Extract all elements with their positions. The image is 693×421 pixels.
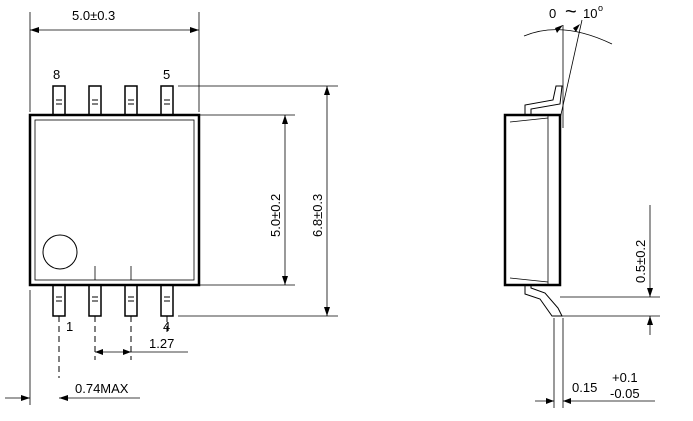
pitch-dimension: 1.27: [95, 336, 188, 355]
pin-1-label: 1: [66, 319, 73, 334]
lead-thickness-minus: -0.05: [610, 386, 640, 401]
pin-8-label: 8: [53, 67, 60, 82]
side-view: 0 ~ 10 o 0.5±0.2: [503, 1, 660, 408]
package-body-top: [28, 113, 201, 287]
body-height-dimension: 5.0±0.2: [199, 114, 295, 286]
lead-length-dimension: 0.5±0.2: [560, 205, 660, 335]
body-height-label: 5.0±0.2: [268, 194, 283, 237]
lead-width-label: 0.74MAX: [75, 381, 129, 396]
lead-angle-tilde: ~: [565, 1, 577, 23]
lead-thickness-plus: +0.1: [612, 370, 638, 385]
package-body-side: [503, 113, 562, 287]
lead-centerlines: [58, 316, 168, 378]
lead-angle-dimension: 0 ~ 10 o: [523, 1, 613, 129]
overall-height-dimension: 6.8±0.3: [178, 85, 338, 317]
overall-width-label: 5.0±0.3: [72, 8, 115, 23]
lead-angle-min: 0: [549, 6, 556, 21]
bottom-leads: [52, 283, 174, 317]
lead-thickness-dimension: 0.15 +0.1 -0.05: [535, 318, 655, 408]
top-leads: [52, 85, 174, 117]
overall-height-label: 6.8±0.3: [310, 194, 325, 237]
pin-5-label: 5: [163, 67, 170, 82]
lead-width-dimension: 0.74MAX: [5, 290, 140, 405]
overall-width-dimension: 5.0±0.3: [29, 8, 200, 112]
top-view: 5.0±0.3 8 5: [5, 8, 338, 405]
lead-angle-max: 10: [583, 6, 597, 21]
lead-thickness-label: 0.15: [572, 380, 597, 395]
lead-length-label: 0.5±0.2: [633, 240, 648, 283]
lead-angle-degree: o: [598, 3, 603, 13]
pitch-label: 1.27: [149, 336, 174, 351]
pin-1-marker: [42, 234, 78, 270]
